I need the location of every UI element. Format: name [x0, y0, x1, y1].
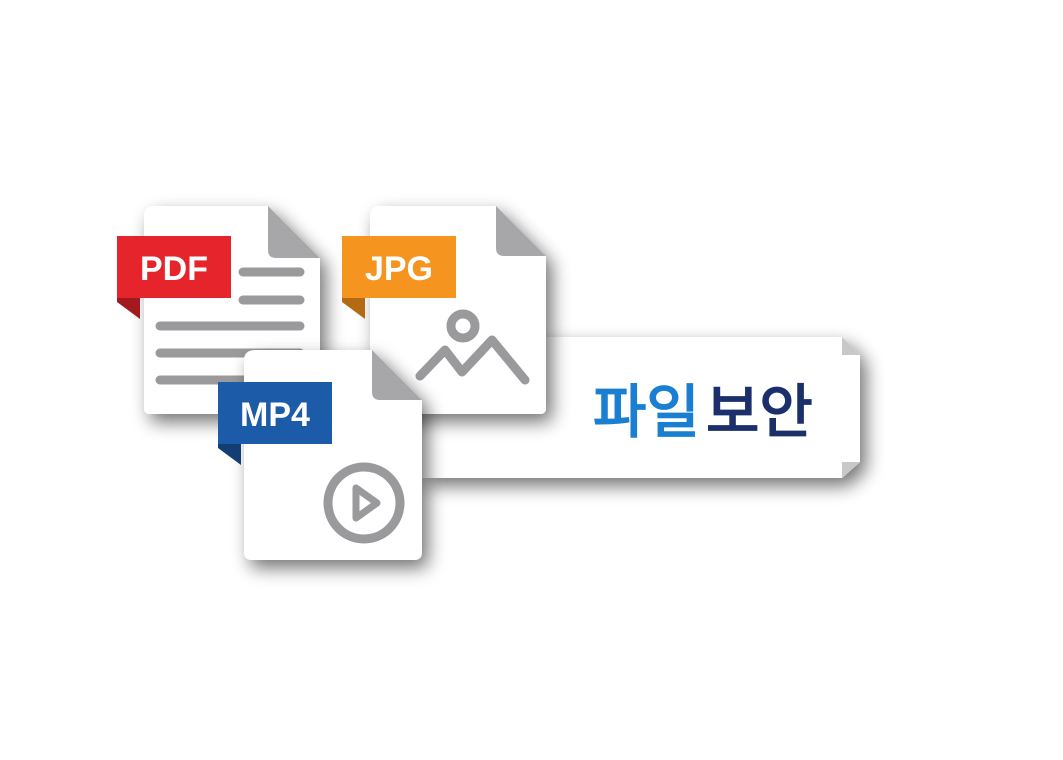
jpg-label: JPG — [365, 250, 433, 288]
title-part-2: 보안 — [706, 378, 813, 446]
folded-corner — [372, 350, 422, 400]
jpg-file: JPG — [342, 206, 546, 414]
text-lines-icon — [155, 267, 305, 385]
folded-corner — [268, 206, 320, 258]
mp4-tag — [218, 382, 332, 444]
image-icon — [415, 309, 530, 385]
pdf-tag — [117, 236, 231, 298]
banner-title: 파일 보안 — [593, 378, 813, 446]
play-icon — [323, 462, 405, 544]
title-part-1: 파일 — [593, 378, 700, 446]
folded-corner — [496, 206, 546, 256]
mp4-file: MP4 — [218, 350, 422, 560]
pdf-label: PDF — [140, 250, 208, 288]
jpg-tag — [342, 236, 456, 298]
mp4-label: MP4 — [240, 396, 310, 434]
